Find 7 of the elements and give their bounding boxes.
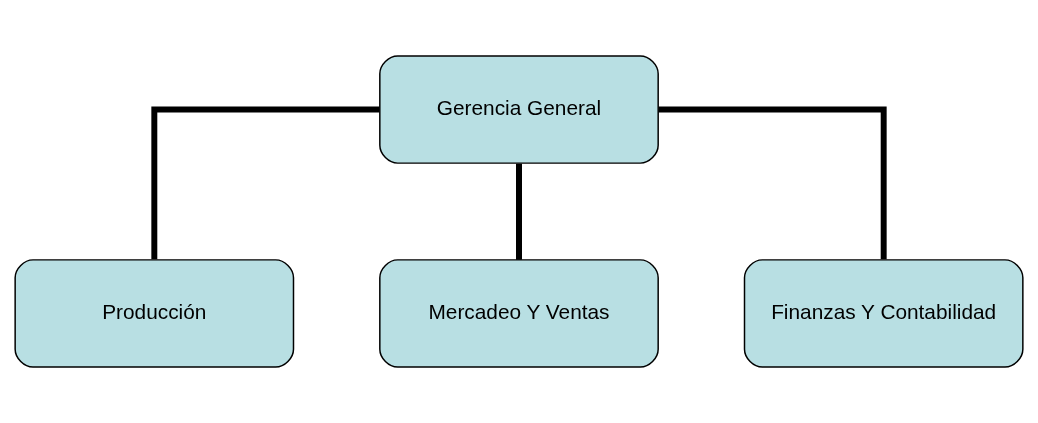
node-box: Gerencia General bbox=[379, 55, 659, 164]
node-box: Mercadeo Y Ventas bbox=[379, 259, 659, 368]
node-box: Producción bbox=[14, 259, 295, 368]
connector bbox=[151, 106, 380, 260]
connector bbox=[658, 106, 887, 260]
connector bbox=[516, 163, 522, 260]
node-box: Finanzas Y Contabilidad bbox=[743, 259, 1024, 368]
